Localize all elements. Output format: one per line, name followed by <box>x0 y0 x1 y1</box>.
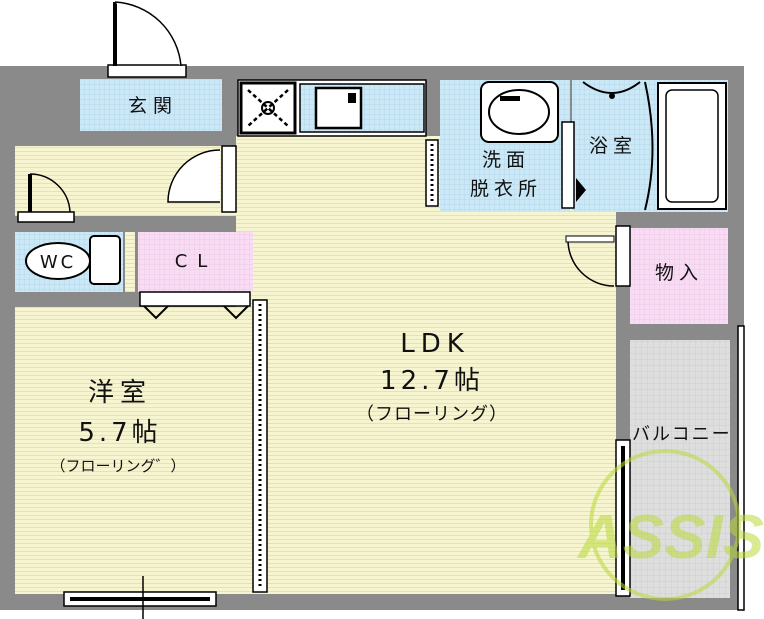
assist-watermark: ASSIST <box>576 449 764 601</box>
closet-floor <box>138 232 253 292</box>
storage-floor <box>630 228 728 324</box>
wc-door <box>17 173 75 223</box>
toilet-icon <box>25 235 121 285</box>
hall-door <box>167 145 237 213</box>
western-name-label: 洋室 <box>88 378 152 408</box>
balcony-window <box>615 439 631 597</box>
storage-door <box>565 225 631 287</box>
wc-label: WC <box>40 252 76 273</box>
entrance-label: 玄関 <box>128 95 178 117</box>
closet-label: CL <box>175 251 218 272</box>
western-floor-label: （フローリング゛） <box>50 457 185 475</box>
storage-label: 物入 <box>655 262 703 284</box>
ldk-size-label: 12.7帖 <box>380 366 484 396</box>
hall-strip <box>125 232 135 292</box>
closet-doors <box>139 291 251 320</box>
watermark-text: ASSIST <box>576 503 764 572</box>
western-size-label: 5.7帖 <box>78 418 161 448</box>
ldk-floor-label: （フローリング） <box>356 404 508 425</box>
western-floor <box>15 307 253 594</box>
bath-label: 浴室 <box>589 135 637 157</box>
balcony-rail <box>737 325 745 611</box>
ldk-name-label: LDK <box>400 329 470 359</box>
bathtub-icon <box>657 82 727 210</box>
western-window <box>63 576 217 619</box>
stove-icon <box>239 81 297 135</box>
entrance-door <box>107 1 187 78</box>
entrance-floor <box>80 79 222 131</box>
balcony-label: バルコニー <box>632 424 732 445</box>
washroom-door <box>425 139 439 207</box>
ldk-floor-upper <box>236 136 426 228</box>
washbasin-icon <box>480 81 559 143</box>
bath-door <box>561 121 586 209</box>
sink-icon <box>314 86 363 130</box>
washroom-label-1: 洗面 <box>482 149 530 171</box>
shower-icon <box>582 81 654 211</box>
sliding-partition <box>252 299 268 593</box>
washroom-label-2: 脱衣所 <box>470 178 542 200</box>
